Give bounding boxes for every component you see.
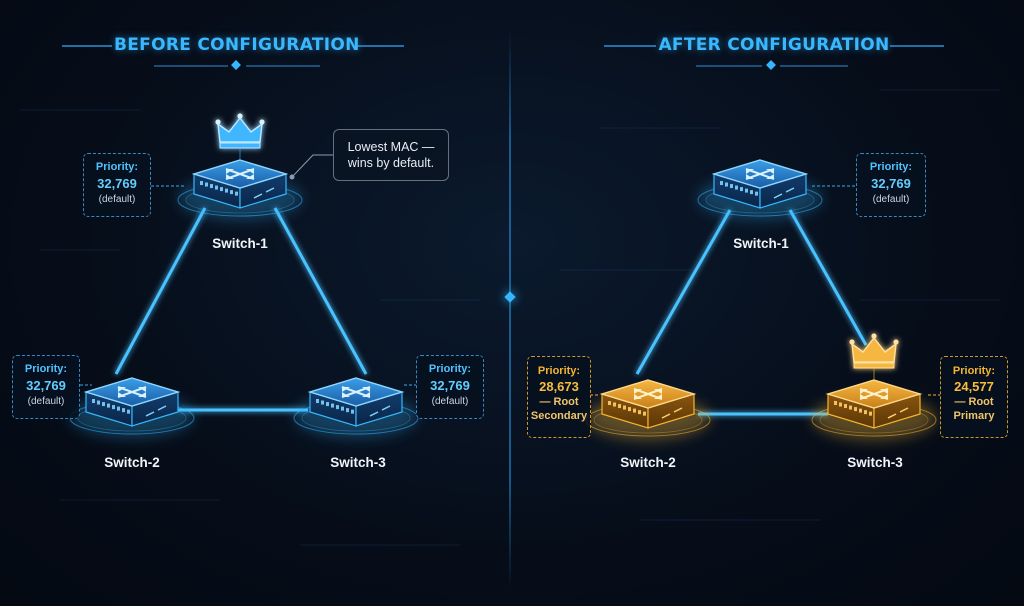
priority-note: (default) (431, 396, 469, 407)
link-sw1-sw2 (114, 207, 207, 375)
priority-label: Priority: (24, 363, 68, 375)
before-switch-2-name: Switch-2 (104, 455, 160, 470)
background-streaks (20, 89, 1000, 546)
link-sw1-sw2-after (635, 209, 732, 375)
priority-note: (default) (98, 194, 136, 205)
callout-connector (289, 154, 333, 180)
before-switch-2-icon (69, 377, 195, 438)
callout-line-1: Lowest MAC — (347, 140, 435, 154)
crown-icon (849, 333, 899, 369)
link-sw1-sw3-after (788, 209, 868, 346)
after-switch-2-icon (585, 379, 711, 440)
panel-divider (509, 30, 511, 590)
priority-value: 32,769 (26, 378, 66, 393)
after-title-ornament (604, 45, 944, 70)
priority-note-1: — Root (954, 396, 994, 408)
priority-value: 32,769 (871, 176, 911, 191)
priority-note: (default) (27, 396, 65, 407)
after-switch-1-name: Switch-1 (733, 236, 789, 251)
before-box-connectors (80, 185, 416, 386)
before-switch-3-priority: Priority: 32,769 (default) (416, 355, 484, 419)
priority-note-2: Secondary (530, 410, 588, 422)
before-links (114, 207, 368, 412)
after-switch-1-priority: Priority: 32,769 (default) (856, 153, 926, 217)
priority-label: Priority: (869, 161, 913, 173)
priority-label: Priority: (428, 363, 472, 375)
callout-line-2: wins by default. (347, 156, 435, 170)
before-title: BEFORE CONFIGURATION (114, 35, 360, 55)
after-switch-3-priority: Priority: 24,577 — Root Primary (940, 356, 1008, 438)
before-switch-3-name: Switch-3 (330, 455, 386, 470)
before-switch-2-priority: Priority: 32,769 (default) (12, 355, 80, 419)
before-switch-3-icon (293, 377, 419, 438)
root-election-callout: Lowest MAC — wins by default. (333, 129, 449, 181)
after-box-connectors (590, 185, 940, 396)
priority-note: (default) (872, 194, 910, 205)
after-switch-1-icon (697, 159, 823, 220)
before-switch-1-name: Switch-1 (212, 236, 268, 251)
priority-label: Priority: (952, 365, 996, 377)
after-title: AFTER CONFIGURATION (658, 35, 890, 55)
priority-note-1: — Root (539, 396, 579, 408)
before-switch-1-icon (177, 113, 303, 220)
priority-value: 24,577 (954, 379, 994, 394)
before-switch-1-priority: Priority: 32,769 (default) (83, 153, 151, 217)
after-switch-3-name: Switch-3 (847, 455, 903, 470)
after-links (635, 209, 868, 416)
before-title-ornament (62, 45, 404, 70)
priority-value: 32,769 (97, 176, 137, 191)
priority-label: Priority: (537, 365, 581, 377)
priority-note-2: Primary (953, 410, 995, 422)
after-switch-2-priority: Priority: 28,673 — Root Secondary (527, 356, 591, 438)
link-sw1-sw3 (273, 207, 368, 375)
priority-label: Priority: (95, 161, 139, 173)
crown-icon (215, 113, 265, 149)
after-switch-3-icon (811, 333, 937, 440)
after-switch-2-name: Switch-2 (620, 455, 676, 470)
priority-value: 32,769 (430, 378, 470, 393)
priority-value: 28,673 (539, 379, 579, 394)
